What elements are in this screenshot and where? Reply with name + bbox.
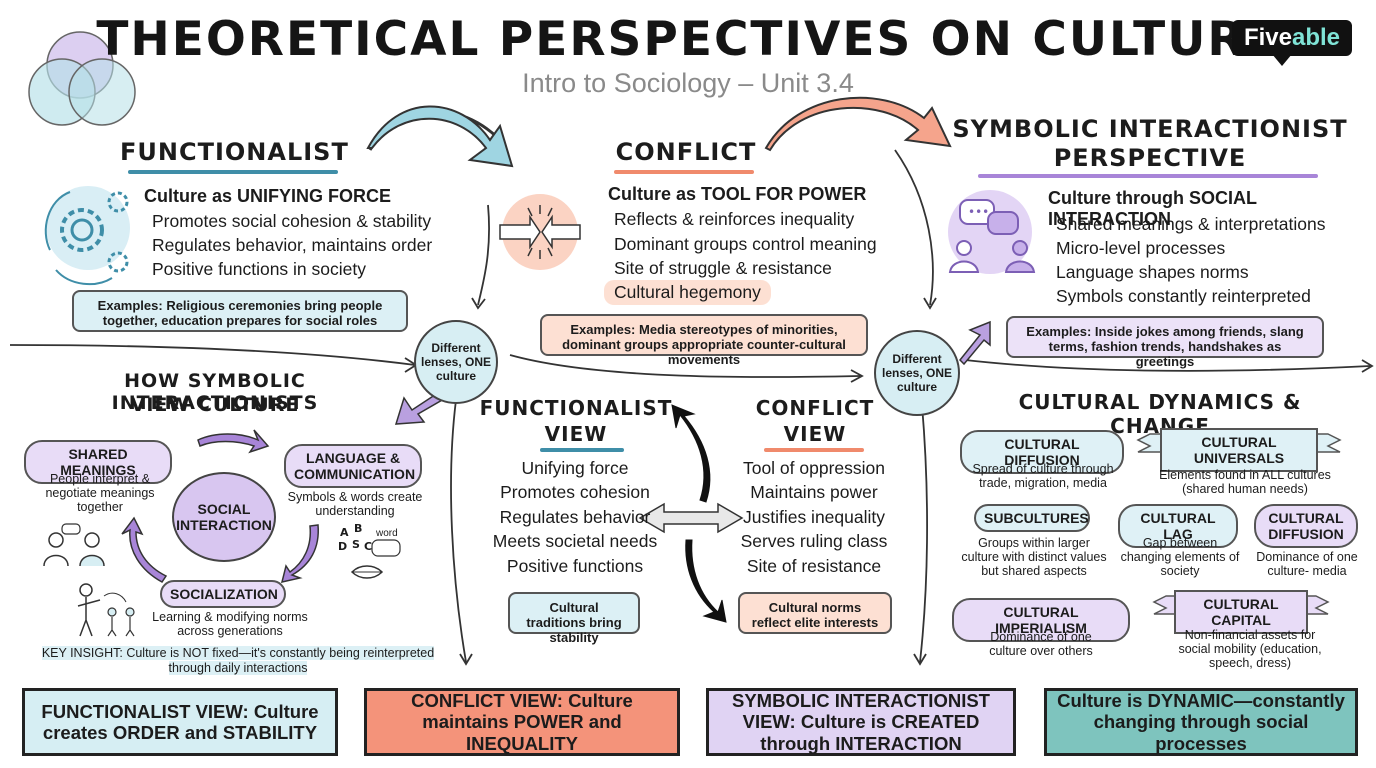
functionalist-lead: Culture as UNIFYING FORCE (144, 186, 392, 206)
functionalist-view-box: Cultural traditions bring stability (508, 592, 640, 645)
cultural-capital-desc: Non-financial assets for social mobility… (1178, 628, 1322, 670)
summary-conflict: CONFLICT VIEW: Culture maintains POWER a… (364, 688, 680, 756)
functionalist-view-item: Regulates behavior (499, 507, 651, 527)
cultural-diffusion-pill: CULTURAL DIFFUSION (960, 430, 1124, 474)
speaking-mouth-icon (350, 539, 401, 579)
cultural-lag-desc: Gap between changing elements of society (1120, 536, 1240, 578)
cultural-diffusion-2-pill: CULTURAL DIFFUSION (1254, 504, 1358, 548)
conflict-view-item: Site of resistance (746, 556, 882, 576)
functionalist-view-underline (540, 448, 624, 452)
symbolic-example-box: Examples: Inside jokes among friends, sl… (1006, 316, 1324, 369)
conflict-item: Reflects & reinforces inequality (614, 209, 855, 229)
conflict-view-title: CONFLICT (755, 396, 875, 420)
functionalist-title: FUNCTIONALIST (120, 138, 349, 166)
summary-symbolic: SYMBOLIC INTERACTIONIST VIEW: Culture is… (706, 688, 1016, 756)
cultural-imperialism-desc: Dominance of one culture over others (989, 630, 1093, 658)
gear-icon (44, 186, 130, 286)
letter-b: B (354, 522, 363, 535)
conflict-view-box: Cultural norms reflect elite interests (738, 592, 892, 634)
cultural-diffusion-desc: Spread of culture through trade, migrati… (972, 462, 1114, 490)
language-communication-pill: LANGUAGE & COMMUNICATION (284, 444, 422, 488)
page-title: THEORETICAL PERSPECTIVES ON CULTURE (96, 12, 1280, 67)
arrow-conflict-to-symbolic-icon (764, 96, 952, 152)
conflict-view-title-line2: VIEW (783, 422, 847, 446)
language-desc: Symbols & words create understanding (287, 490, 423, 518)
svg-text:•••: ••• (968, 205, 989, 219)
how-symbolic-title: HOW SYMBOLIC INTERACTIONISTS (111, 370, 319, 414)
conflict-view-item: Maintains power (750, 482, 878, 502)
functionalist-item: Positive functions in society (152, 259, 366, 279)
symbolic-item: Micro-level processes (1056, 238, 1226, 258)
functionalist-item: Promotes social cohesion & stability (152, 211, 432, 231)
conflict-item: Dominant groups control meaning (614, 234, 877, 254)
symbolic-underline (978, 174, 1318, 178)
subcultures-desc: Groups within larger culture with distin… (961, 536, 1107, 578)
conflict-view-underline (764, 448, 864, 452)
subcultures-pill: SUBCULTURES (974, 504, 1090, 532)
summary-dynamic: Culture is DYNAMIC—constantly changing t… (1044, 688, 1358, 756)
conflict-item: Site of struggle & resistance (614, 258, 832, 278)
page-subtitle: Intro to Sociology – Unit 3.4 (522, 68, 854, 98)
socialization-desc: Learning & modifying norms across genera… (152, 610, 308, 638)
functionalist-view-item: Unifying force (521, 458, 629, 478)
conflict-view-item: Tool of oppression (742, 458, 886, 478)
letter-a: A (340, 526, 349, 539)
cultural-universals-banner: CULTURAL UNIVERSALS (1160, 428, 1318, 472)
conflict-view-item: Justifies inequality (742, 507, 886, 527)
conflict-view-item: Serves ruling class (740, 531, 888, 551)
cultural-diffusion-2-desc: Dominance of one culture- media (1256, 550, 1358, 578)
cultural-capital-banner: CULTURAL CAPITAL (1174, 590, 1308, 634)
cultural-imperialism-pill: CULTURAL IMPERIALISM (952, 598, 1130, 642)
functionalist-view-item: Meets societal needs (492, 531, 658, 551)
lens-circle-right: Different lenses, ONE culture (874, 330, 960, 416)
conflict-hegemony-highlight: Cultural hegemony (604, 280, 771, 305)
conflict-title: CONFLICT (615, 138, 757, 166)
conflict-example-box: Examples: Media stereotypes of minoritie… (540, 314, 868, 367)
shared-meanings-desc: People interpret & negotiate meanings to… (45, 472, 155, 514)
logo-main-text: Five (1243, 24, 1292, 51)
cultural-lag-pill: CULTURAL LAG (1118, 504, 1238, 548)
lens-circle-left: Different lenses, ONE culture (414, 320, 498, 404)
logo-tail (1272, 54, 1292, 66)
social-interaction-center: SOCIAL INTERACTION (172, 472, 276, 562)
family-generations-icon (77, 583, 135, 637)
how-symbolic-title-line2: VIEW CULTURE (130, 394, 300, 416)
word-bubble-label: word (376, 528, 398, 539)
functionalist-example-box: Examples: Religious ceremonies bring peo… (72, 290, 408, 332)
symbolic-title: SYMBOLIC INTERACTIONIST (952, 115, 1348, 143)
symbolic-item: Symbols constantly reinterpreted (1056, 286, 1311, 306)
venn-logo-icon (28, 31, 136, 126)
shared-meanings-pill: SHARED MEANINGS (24, 440, 172, 484)
functionalist-underline (128, 170, 338, 174)
functionalist-view-title: FUNCTIONALIST (479, 396, 673, 420)
clash-arrows-icon (499, 194, 581, 270)
key-insight: KEY INSIGHT: Culture is NOT fixed—it's c… (28, 646, 448, 676)
functionalist-view-item: Promotes cohesion (500, 482, 650, 502)
symbolic-lead: Culture through SOCIAL INTERACTION (1048, 188, 1257, 229)
people-talking-icon (43, 523, 105, 567)
letters-icon: A B D S C (338, 522, 378, 566)
socialization-pill: SOCIALIZATION (160, 580, 286, 608)
letter-s: S (352, 538, 360, 551)
symbolic-title-line2: PERSPECTIVE (1053, 144, 1247, 172)
logo-accent-text: able (1292, 24, 1341, 51)
functionalist-item: Regulates behavior, maintains order (152, 235, 433, 255)
symbolic-item: Language shapes norms (1056, 262, 1249, 282)
summary-functionalist: FUNCTIONALIST VIEW: Culture creates ORDE… (22, 688, 338, 756)
letter-c: C (364, 540, 373, 553)
symbolic-item: Shared meanings & interpretations (1056, 214, 1326, 234)
chat-people-icon: ••• (948, 190, 1036, 274)
functionalist-view-title-line2: VIEW (544, 422, 608, 446)
functionalist-view-item: Positive functions (506, 556, 644, 576)
key-insight-text: KEY INSIGHT: Culture is NOT fixed—it's c… (41, 646, 435, 675)
conflict-underline (614, 170, 754, 174)
fiveable-logo: Fiveable (1232, 20, 1352, 56)
letter-d: D (338, 540, 348, 553)
conflict-lead: Culture as TOOL FOR POWER (608, 184, 867, 204)
cultural-universals-desc: Elements found in ALL cultures (shared h… (1159, 468, 1331, 496)
